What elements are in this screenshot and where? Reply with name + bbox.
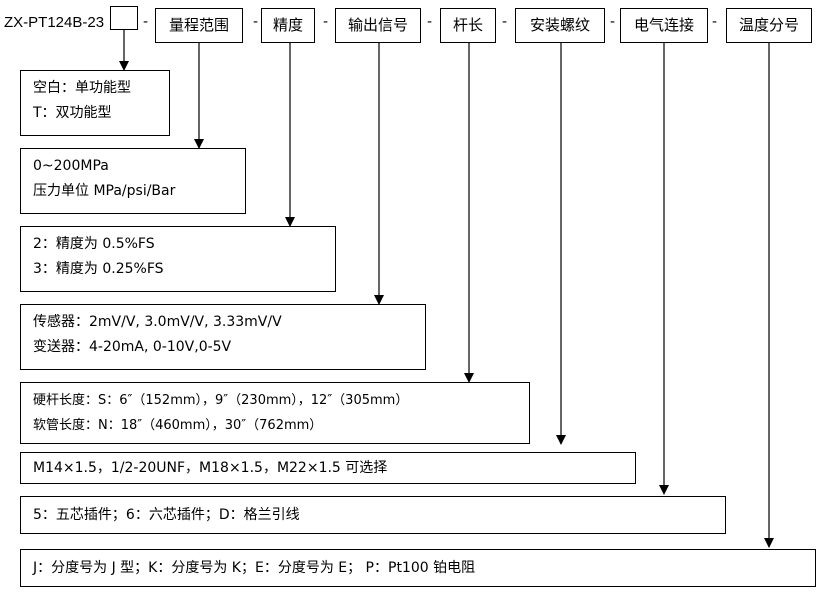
option-line: J：分度号为 J 型；K：分度号为 K；E：分度号为 E； P：Pt100 铂电… xyxy=(33,560,476,576)
option-box-temperature: J：分度号为 J 型；K：分度号为 K；E：分度号为 E； P：Pt100 铂电… xyxy=(20,549,816,587)
header-mounting-thread: 安装螺纹 xyxy=(515,8,605,43)
option-line: 3：精度为 0.25%FS xyxy=(33,261,164,277)
header-accuracy: 精度 xyxy=(261,8,315,43)
option-line: T：双功能型 xyxy=(33,105,112,121)
option-line: 压力单位 MPa/psi/Bar xyxy=(33,183,176,199)
option-line: 2：精度为 0.5%FS xyxy=(33,236,155,252)
option-box-electrical: 5：五芯插件；6：六芯插件；D：格兰引线 xyxy=(20,496,726,534)
separator-dash: - xyxy=(610,14,616,30)
option-line: 传感器：2mV/V, 3.0mV/V, 3.33mV/V xyxy=(33,314,282,330)
option-line: 变送器：4-20mA, 0-10V,0-5V xyxy=(33,339,232,355)
header-range: 量程范围 xyxy=(155,8,243,43)
option-line: 5：五芯插件；6：六芯插件；D：格兰引线 xyxy=(33,507,300,523)
header-electrical-connection: 电气连接 xyxy=(620,8,708,43)
option-box-thread: M14×1.5，1/2-20UNF，M18×1.5，M22×1.5 可选择 xyxy=(20,452,636,484)
header-rod-length: 杆长 xyxy=(440,8,496,43)
header-temperature-type: 温度分号 xyxy=(726,8,812,43)
option-box-function: 空白：单功能型 T：双功能型 xyxy=(20,70,170,136)
separator-dash: - xyxy=(427,14,433,30)
option-box-output-signal: 传感器：2mV/V, 3.0mV/V, 3.33mV/V 变送器：4-20mA,… xyxy=(20,304,426,370)
header-output-signal: 输出信号 xyxy=(335,8,421,43)
model-number: ZX-PT124B-23 xyxy=(4,14,105,31)
option-line: 0~200MPa xyxy=(33,158,109,174)
option-line: 硬杆长度：S：6″（152mm），9″（230mm），12″（305mm） xyxy=(33,393,409,408)
separator-dash: - xyxy=(502,14,508,30)
option-box-accuracy: 2：精度为 0.5%FS 3：精度为 0.25%FS xyxy=(20,226,336,292)
option-line: 空白：单功能型 xyxy=(33,80,131,96)
separator-dash: - xyxy=(253,14,259,30)
blank-code-box xyxy=(110,6,138,30)
option-box-rod-length: 硬杆长度：S：6″（152mm），9″（230mm），12″（305mm） 软管… xyxy=(20,382,530,444)
option-line: 软管长度：N：18″（460mm），30″（762mm） xyxy=(33,418,323,433)
separator-dash: - xyxy=(712,14,718,30)
option-box-range: 0~200MPa 压力单位 MPa/psi/Bar xyxy=(20,148,246,214)
option-line: M14×1.5，1/2-20UNF，M18×1.5，M22×1.5 可选择 xyxy=(33,460,388,476)
separator-dash: - xyxy=(143,14,149,30)
separator-dash: - xyxy=(323,14,329,30)
